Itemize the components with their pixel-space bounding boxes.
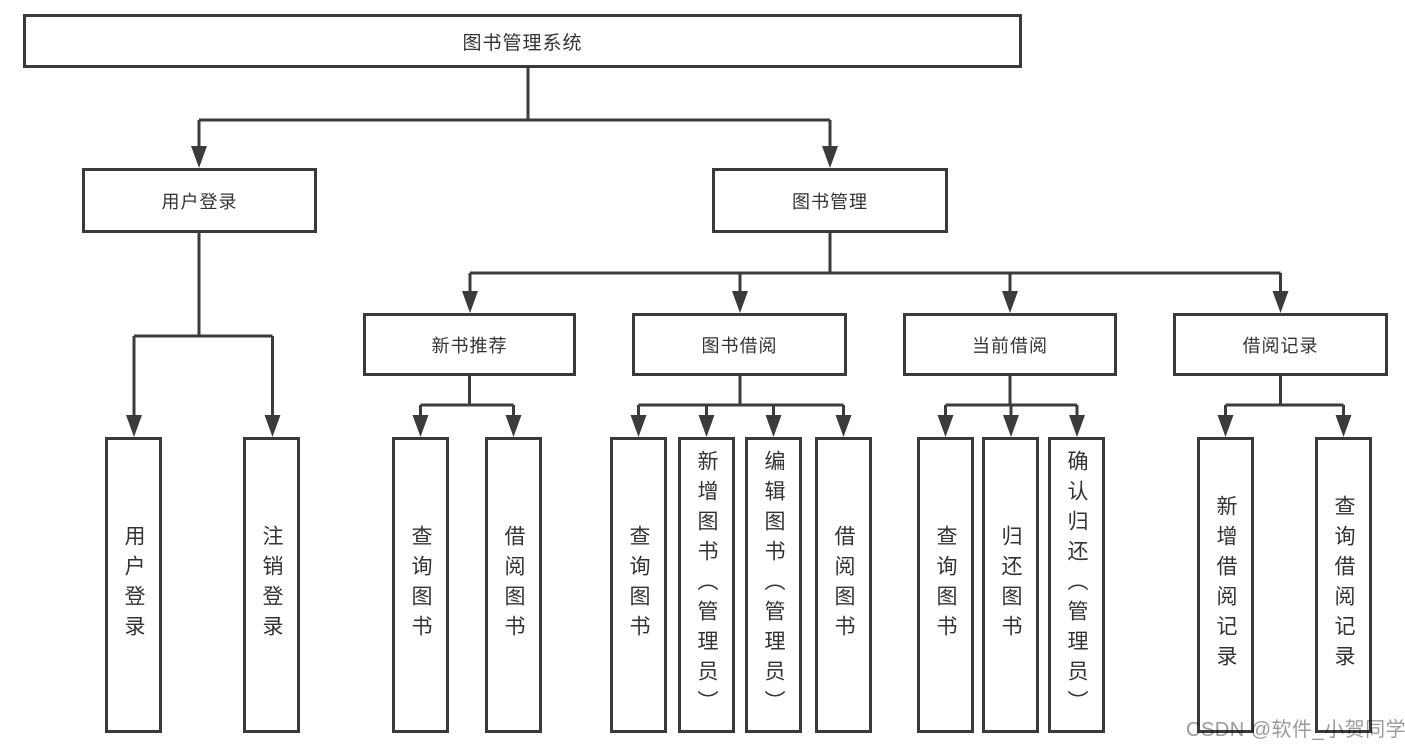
node-borrowing-records: 借阅记录 (1173, 313, 1388, 376)
leaf-query-books-borrow: 查询图书 (610, 437, 667, 733)
leaf-add-borrow-record-label: 新增借阅记录 (1214, 495, 1237, 675)
leaf-user-login: 用户登录 (105, 437, 162, 733)
leaf-query-books-current: 查询图书 (917, 437, 974, 733)
leaf-add-book-admin: 新增图书（管理员） (678, 437, 735, 733)
arrowheads (126, 146, 1352, 437)
leaf-query-books-newbook-label: 查询图书 (409, 525, 432, 645)
leaf-query-books-borrow-label: 查询图书 (627, 525, 650, 645)
leaf-query-books-newbook: 查询图书 (392, 437, 449, 733)
leaf-confirm-return-admin-label: 确认归还（管理员） (1065, 450, 1088, 720)
leaf-edit-book-admin-label: 编辑图书（管理员） (762, 450, 785, 720)
leaf-borrow-books-borrow: 借阅图书 (815, 437, 872, 733)
node-book-management: 图书管理 (712, 168, 948, 233)
leaf-logout: 注销登录 (243, 437, 300, 733)
node-current-borrowing: 当前借阅 (903, 313, 1117, 376)
node-book-borrowing: 图书借阅 (632, 313, 847, 376)
node-new-book-recommendation: 新书推荐 (363, 313, 576, 376)
leaf-query-books-current-label: 查询图书 (934, 525, 957, 645)
node-user-login: 用户登录 (82, 168, 317, 233)
csdn-watermark: CSDN @软件_小贺同学 (1186, 719, 1405, 741)
leaf-borrow-books-newbook-label: 借阅图书 (502, 525, 525, 645)
leaf-query-borrow-record-label: 查询借阅记录 (1332, 495, 1355, 675)
leaf-borrow-books-newbook: 借阅图书 (485, 437, 542, 733)
leaf-return-book-label: 归还图书 (999, 525, 1022, 645)
leaf-return-book: 归还图书 (982, 437, 1039, 733)
leaf-add-borrow-record: 新增借阅记录 (1197, 437, 1254, 733)
leaf-query-borrow-record: 查询借阅记录 (1315, 437, 1372, 733)
node-library-management-system: 图书管理系统 (23, 14, 1022, 68)
leaf-user-login-label: 用户登录 (122, 525, 145, 645)
leaf-confirm-return-admin: 确认归还（管理员） (1048, 437, 1105, 733)
leaf-edit-book-admin: 编辑图书（管理员） (745, 437, 802, 733)
leaf-add-book-admin-label: 新增图书（管理员） (695, 450, 718, 720)
leaf-logout-label: 注销登录 (260, 525, 283, 645)
leaf-borrow-books-borrow-label: 借阅图书 (832, 525, 855, 645)
